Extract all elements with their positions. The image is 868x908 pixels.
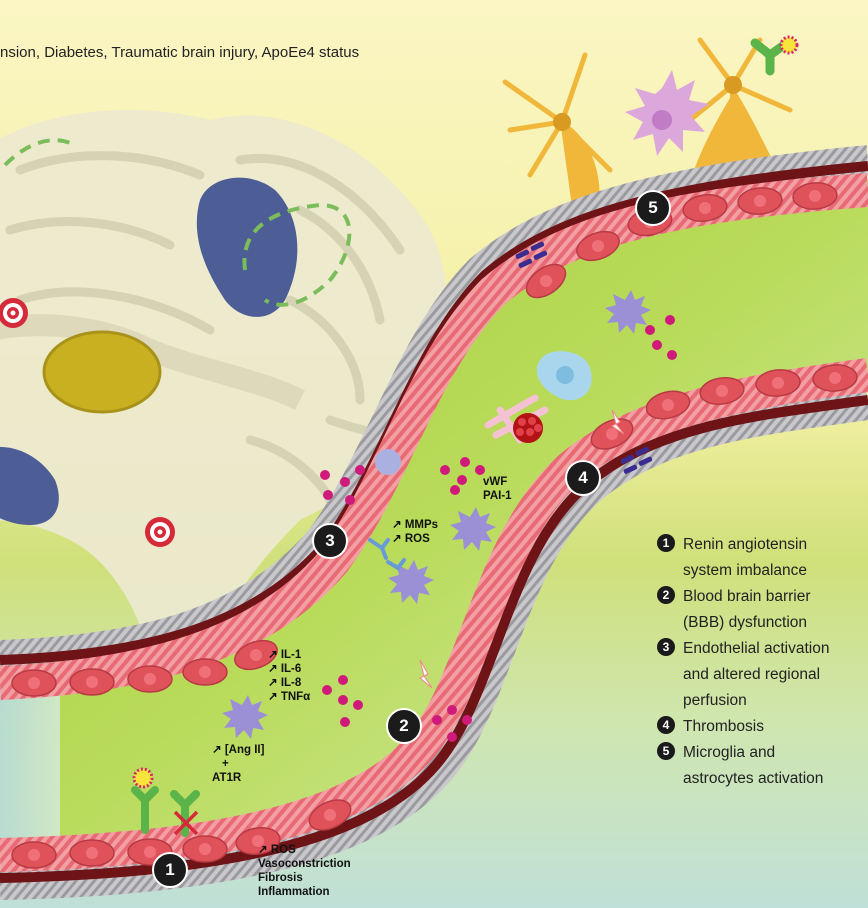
badge-4: 4 — [565, 460, 601, 496]
thrombosis-factors-label: vWF PAI-1 — [483, 475, 512, 503]
legend-item-5: 5 Microglia and astrocytes activation — [657, 740, 868, 792]
legend-item-2: 2 Blood brain barrier (BBB) dysfunction — [657, 584, 868, 636]
legend-text: Endothelial activation — [683, 636, 830, 662]
legend-text: astrocytes activation — [683, 766, 823, 792]
legend-number: 5 — [657, 742, 675, 760]
legend-text: perfusion — [683, 688, 830, 714]
target-icon — [145, 517, 175, 547]
ros-effects-label: ↗ ROS Vasoconstriction Fibrosis Inflamma… — [258, 843, 351, 899]
risk-factors-text: nsion, Diabetes, Traumatic brain injury,… — [0, 44, 359, 61]
badge-2: 2 — [386, 708, 422, 744]
badge-1: 1 — [152, 852, 188, 888]
legend-number: 3 — [657, 638, 675, 656]
angiotensin-label: ↗ [Ang II] + AT1R — [212, 743, 264, 785]
legend-item-1: 1 Renin angiotensin system imbalance — [657, 532, 868, 584]
legend: 1 Renin angiotensin system imbalance 2 B… — [657, 532, 868, 792]
legend-item-4: 4 Thrombosis — [657, 714, 868, 740]
legend-number: 4 — [657, 716, 675, 734]
legend-text: Blood brain barrier — [683, 584, 811, 610]
legend-number: 2 — [657, 586, 675, 604]
badge-5: 5 — [635, 190, 671, 226]
cytokines-label: ↗ IL-1 ↗ IL-6 ↗ IL-8 ↗ TNFα — [268, 648, 310, 704]
legend-text: Renin angiotensin — [683, 532, 807, 558]
badge-3: 3 — [312, 523, 348, 559]
legend-text: Microglia and — [683, 740, 823, 766]
mmps-label: ↗ MMPs ↗ ROS — [392, 518, 438, 546]
legend-number: 1 — [657, 534, 675, 552]
legend-text: Thrombosis — [683, 714, 764, 740]
legend-text: and altered regional — [683, 662, 830, 688]
legend-text: (BBB) dysfunction — [683, 610, 811, 636]
legend-text: system imbalance — [683, 558, 807, 584]
legend-item-3: 3 Endothelial activation and altered reg… — [657, 636, 868, 714]
